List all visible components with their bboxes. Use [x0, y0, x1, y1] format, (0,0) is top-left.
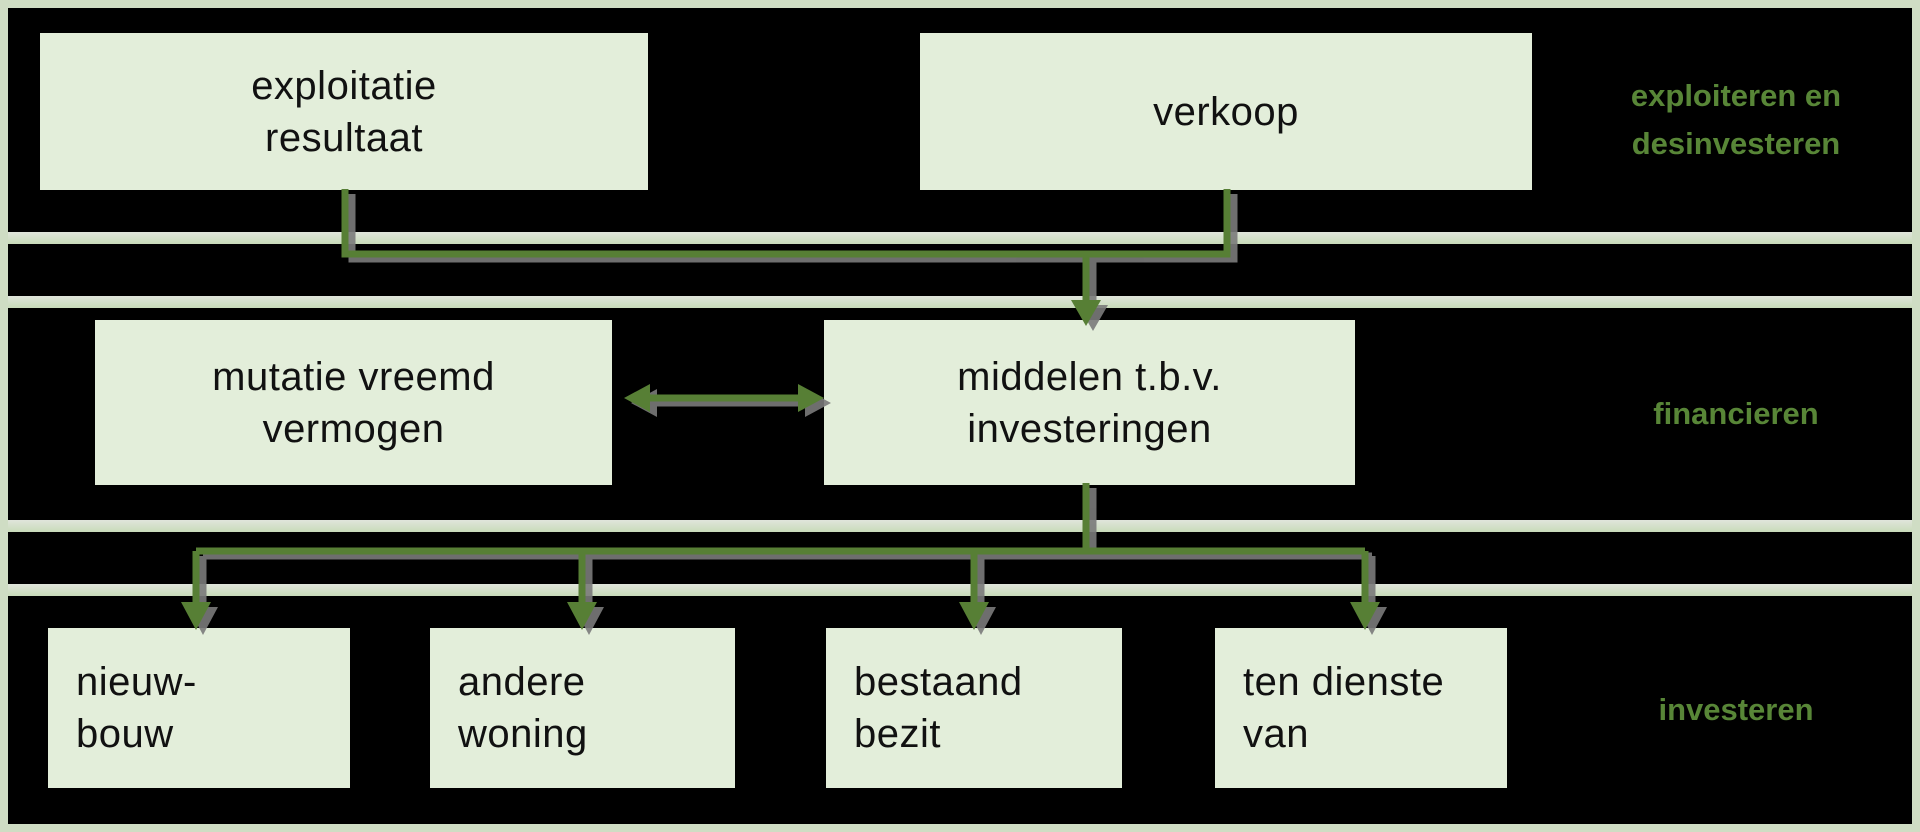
box-text-line: van: [1243, 712, 1309, 756]
band-label-line: financieren: [1653, 396, 1819, 431]
frame-border-right: [1912, 0, 1920, 832]
band-label-financieren: financieren: [1560, 308, 1912, 520]
box-nieuwbouw: nieuw- bouw: [48, 628, 350, 788]
row-separator: [0, 296, 1920, 308]
box-verkoop: verkoop: [920, 33, 1532, 190]
band-label-investeren: investeren: [1560, 596, 1912, 824]
box-text-line: resultaat: [265, 115, 423, 160]
box-exploitatie-resultaat: exploitatie resultaat: [40, 33, 648, 190]
row-separator: [0, 232, 1920, 244]
box-text-line: investeringen: [967, 406, 1212, 451]
box-andere-woning: andere woning: [430, 628, 735, 788]
box-text-line: middelen t.b.v.: [957, 354, 1222, 399]
arrow-tree-middelen-to-investments: [181, 483, 1380, 630]
box-text-line: ten dienste: [1243, 660, 1445, 704]
box-text-line: verkoop: [1153, 89, 1299, 134]
box-mutatie-vreemd-vermogen: mutatie vreemd vermogen: [95, 320, 612, 485]
frame-border-bottom: [0, 824, 1920, 832]
box-text-line: nieuw-: [76, 660, 197, 704]
band-label-line: desinvesteren: [1631, 126, 1841, 161]
box-text-line: andere: [458, 660, 586, 704]
double-arrow-mutatie-middelen: [624, 384, 824, 412]
box-text-line: vermogen: [262, 406, 445, 451]
band-label-line: exploiteren en: [1630, 78, 1842, 113]
band-label-line: investeren: [1658, 692, 1814, 727]
row-separator: [0, 584, 1920, 596]
frame-border-left: [0, 0, 8, 832]
box-text-line: bouw: [76, 712, 174, 756]
box-text-line: woning: [458, 712, 588, 756]
box-text-line: bestaand: [854, 660, 1023, 704]
band-label-exploiteren-desinvesteren: exploiteren en desinvesteren: [1560, 8, 1912, 232]
frame-border-top: [0, 0, 1920, 8]
box-text-line: bezit: [854, 712, 941, 756]
row-separator: [0, 520, 1920, 532]
box-bestaand-bezit: bestaand bezit: [826, 628, 1122, 788]
box-ten-dienste-van: ten dienste van: [1215, 628, 1507, 788]
box-text-line: mutatie vreemd: [212, 354, 495, 399]
box-text-line: exploitatie: [251, 63, 437, 108]
box-middelen-tbv-investeringen: middelen t.b.v. investeringen: [824, 320, 1355, 485]
